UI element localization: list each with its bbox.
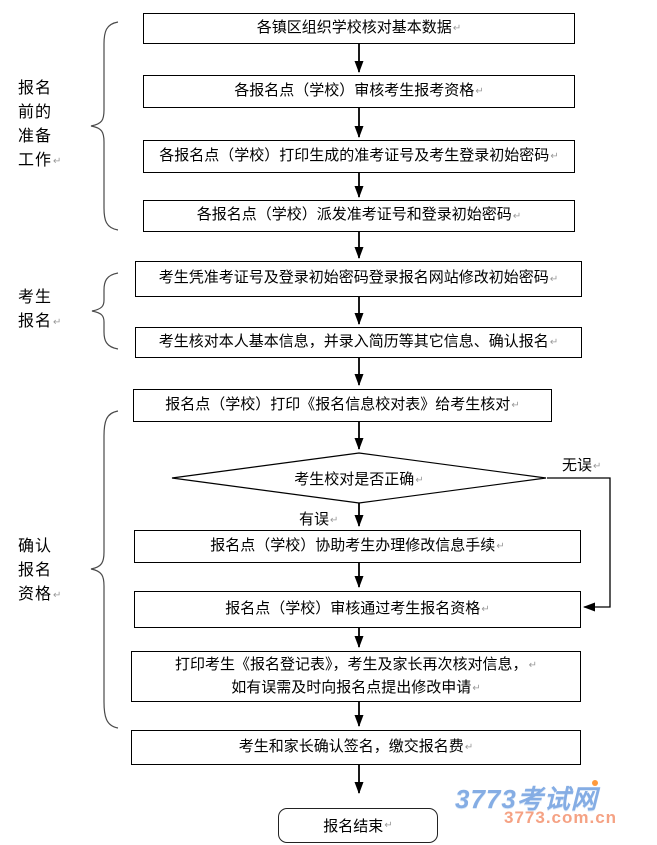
paragraph-mark: ↵ bbox=[330, 515, 339, 526]
paragraph-mark: ↵ bbox=[528, 660, 537, 671]
paragraph-mark: ↵ bbox=[481, 604, 490, 615]
watermark-site-logo: 3773考试网 bbox=[455, 784, 598, 814]
flow-step-5: 考生凭准考证号及登录初始密码登录报名网站修改初始密码↵ bbox=[135, 261, 582, 297]
flow-step-2: 各报名点（学校）审核考生报考资格↵ bbox=[143, 75, 575, 108]
flow-step-1: 各镇区组织学校核对基本数据↵ bbox=[143, 13, 575, 44]
no-error-branch-arrow bbox=[547, 477, 611, 612]
paragraph-mark: ↵ bbox=[549, 273, 559, 285]
branch-label-no-error: 无误↵ bbox=[562, 458, 602, 474]
decision-diamond-label: 考生校对是否正确↵ bbox=[294, 472, 424, 488]
paragraph-mark: ↵ bbox=[384, 820, 393, 831]
flow-step-10: 打印考生《报名登记表》，考生及家长再次核对信息，↵ 如有误需及时向报名点提出修改… bbox=[131, 651, 581, 702]
paragraph-mark: ↵ bbox=[511, 400, 520, 411]
paragraph-mark: ↵ bbox=[53, 590, 63, 601]
brace-icon-stage3 bbox=[90, 410, 119, 729]
terminal-node-end: 报名结束↵ bbox=[278, 808, 438, 843]
stage-label-registration: 考生 报名↵ bbox=[18, 289, 63, 330]
stage-label-preparation: 报名 前的 准备 工作↵ bbox=[18, 80, 63, 169]
paragraph-mark: ↵ bbox=[53, 156, 63, 167]
decision-diamond-shape bbox=[171, 452, 547, 504]
flow-step-7: 报名点（学校）打印《报名信息校对表》给考生核对↵ bbox=[133, 389, 552, 422]
paragraph-mark: ↵ bbox=[472, 683, 481, 694]
paragraph-mark: ↵ bbox=[464, 742, 474, 753]
paragraph-mark: ↵ bbox=[593, 461, 602, 472]
flow-step-3: 各报名点（学校）打印生成的准考证号及考生登录初始密码↵ bbox=[143, 140, 575, 173]
branch-label-has-error: 有误↵ bbox=[299, 512, 339, 528]
paragraph-mark: ↵ bbox=[53, 317, 63, 328]
watermark-site-url: 3773.com.cn bbox=[504, 808, 618, 827]
paragraph-mark: ↵ bbox=[452, 23, 462, 34]
flow-step-9: 报名点（学校）审核通过考生报名资格↵ bbox=[134, 591, 581, 628]
stage-label-confirm-qualification: 确认 报名 资格↵ bbox=[18, 538, 63, 603]
paragraph-mark: ↵ bbox=[550, 151, 559, 162]
flow-step-11: 考生和家长确认签名，缴交报名费↵ bbox=[131, 730, 581, 765]
flow-step-4: 各报名点（学校）派发准考证号和登录初始密码↵ bbox=[143, 200, 575, 232]
paragraph-mark: ↵ bbox=[549, 337, 559, 348]
brace-icon-stage1 bbox=[90, 21, 119, 231]
brace-icon-stage2 bbox=[91, 272, 119, 350]
flow-step-6: 考生核对本人基本信息，并录入简历等其它信息、确认报名↵ bbox=[135, 327, 582, 358]
paragraph-mark: ↵ bbox=[496, 541, 505, 552]
paragraph-mark: ↵ bbox=[475, 86, 484, 97]
paragraph-mark: ↵ bbox=[415, 475, 424, 486]
watermark-dot-icon bbox=[592, 780, 598, 786]
brace-icons bbox=[90, 21, 119, 729]
flow-step-8: 报名点（学校）协助考生办理修改信息手续↵ bbox=[134, 530, 581, 563]
paragraph-mark: ↵ bbox=[512, 210, 522, 222]
